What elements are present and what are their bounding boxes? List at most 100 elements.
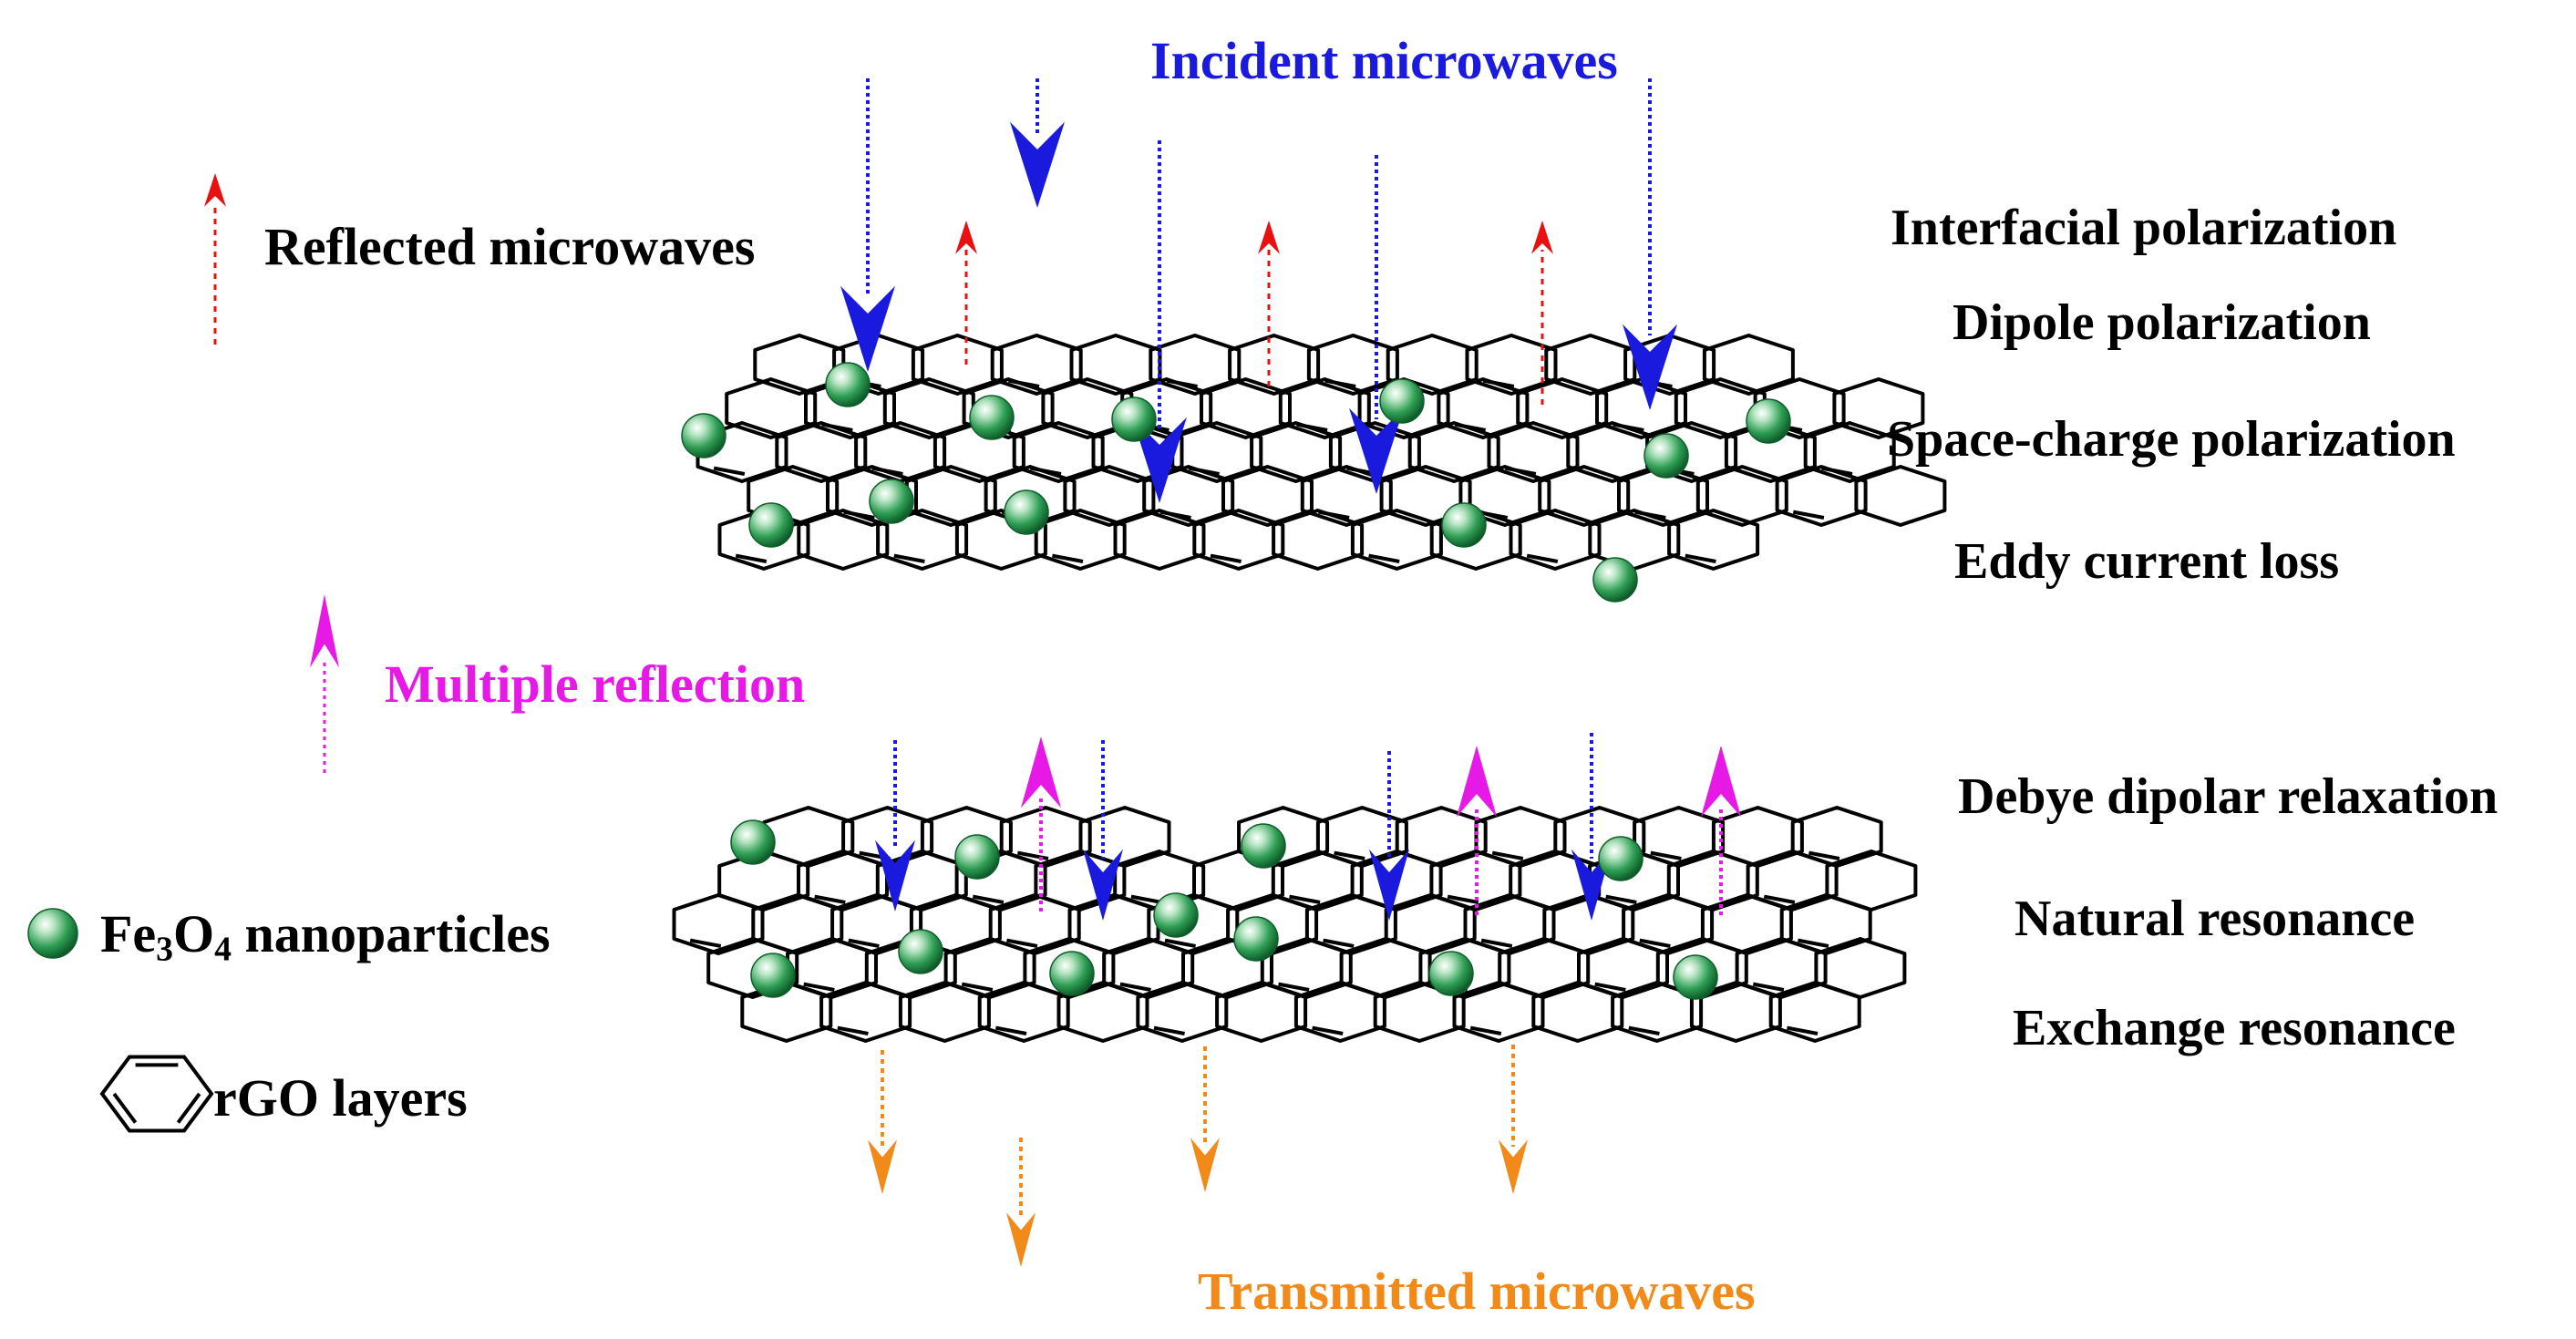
hexagon-ring	[1306, 334, 1399, 396]
hexagon-ring	[1350, 509, 1443, 571]
reflected-arrow	[204, 173, 226, 345]
double-bond	[1605, 894, 1637, 904]
double-bond	[1153, 1025, 1185, 1035]
fe3o4-particles	[681, 362, 1791, 1000]
hexagon-ring	[1429, 509, 1522, 571]
hexagon-ring	[753, 334, 846, 396]
fe3o4-particle	[1153, 892, 1199, 938]
double-bond	[837, 1025, 869, 1035]
arrow-head	[1349, 407, 1404, 494]
arrow-head	[875, 839, 915, 912]
transmitted-microwaves-label: Transmitted microwaves	[1198, 1262, 1756, 1321]
hexagon-ring	[1142, 465, 1235, 527]
double-bond	[713, 466, 746, 476]
double-bond	[972, 894, 1005, 904]
hexagon-ring	[1775, 465, 1868, 527]
hexagon-ring	[1516, 377, 1609, 439]
double-bond	[1808, 850, 1840, 860]
hexagon-ring	[1595, 377, 1687, 439]
double-bond	[814, 894, 846, 904]
incident-arrow	[875, 740, 915, 912]
hexagon-ring	[672, 893, 765, 955]
multiple-reflection-arrow	[1701, 746, 1741, 915]
hexagon-ring	[717, 509, 810, 571]
mechanism-debye-dipolar-relaxation: Debye dipolar relaxation	[1958, 768, 2499, 825]
benzene-outline	[99, 1055, 214, 1133]
benzene-double-bond	[112, 1092, 138, 1124]
arrow-head	[1369, 849, 1409, 921]
hexagon-ring	[904, 465, 997, 527]
hexagon-ring	[1278, 377, 1371, 439]
fe3o4-particle	[1379, 378, 1425, 424]
hexagon-ring	[1250, 421, 1343, 483]
incident-arrow	[1623, 78, 1677, 410]
hexagon-ring	[1386, 334, 1479, 396]
reflected-microwaves-label: Reflected microwaves	[264, 217, 756, 276]
double-bond	[1368, 553, 1400, 563]
hexagon-ring	[1192, 509, 1285, 571]
arrow-head	[1258, 221, 1280, 254]
fe3o4-particle	[1598, 836, 1643, 881]
incident-arrow	[840, 78, 895, 372]
fe3o4-particle	[1233, 916, 1279, 962]
hexagon-ring	[1854, 465, 1947, 527]
fe3o4-particle	[1673, 954, 1718, 1000]
hexagon-ring	[1113, 509, 1206, 571]
hexagon-ring	[1674, 377, 1767, 439]
hexagon-ring	[775, 421, 868, 483]
double-bond	[1628, 1025, 1660, 1035]
fe3o4-particle	[1049, 951, 1095, 996]
multiple-reflection-arrow	[1457, 746, 1497, 915]
hexagon-ring	[1272, 509, 1365, 571]
hexagon-ring	[1357, 377, 1450, 439]
hexagon-ring	[1465, 334, 1558, 396]
double-bond	[735, 553, 768, 563]
double-bond	[1323, 938, 1355, 948]
hexagon-ring	[882, 377, 975, 439]
multiple-reflection-arrow	[1021, 736, 1061, 912]
arrow-head	[1499, 1139, 1528, 1194]
hexagon-ring	[911, 334, 1004, 396]
double-bond	[1278, 982, 1310, 992]
reflected-arrow	[955, 221, 977, 365]
fe3o4-particle	[1241, 823, 1286, 869]
double-bond	[1792, 510, 1825, 520]
fe3o4-particle	[954, 834, 1000, 880]
double-bond	[1052, 553, 1084, 563]
hexagon-ring	[990, 334, 1083, 396]
hexagon-ring	[1458, 465, 1551, 527]
arrow-head	[840, 285, 895, 372]
hexagon-ring	[1293, 981, 1386, 1043]
double-bond	[1594, 982, 1626, 992]
double-bond	[1650, 850, 1682, 860]
hexagon-ring	[933, 421, 1025, 483]
hexagon-ring	[1373, 981, 1466, 1043]
double-bond	[1312, 1025, 1344, 1035]
hexagon-ring	[1487, 421, 1580, 483]
double-bond	[1334, 850, 1365, 860]
hexagon-ring	[1136, 981, 1229, 1043]
hexagon-ring	[1538, 465, 1631, 527]
double-bond	[1017, 850, 1049, 860]
double-bond	[893, 553, 925, 563]
double-bond	[1289, 894, 1321, 904]
fe3o4-particle	[1111, 397, 1157, 442]
mechanism-dipole-polarization: Dipole polarization	[1953, 294, 2371, 351]
mechanism-interfacial-polarization: Interfacial polarization	[1891, 200, 2397, 256]
fe3o4-particle	[730, 819, 776, 865]
double-bond	[995, 1025, 1027, 1035]
fe3o4-particle	[1004, 489, 1049, 535]
hexagon-ring	[962, 377, 1055, 439]
hexagon-ring	[1012, 421, 1105, 483]
legend-rgo-label: rGO layers	[213, 1068, 468, 1128]
hexagon-ring	[1200, 377, 1292, 439]
hexagon-ring	[797, 509, 890, 571]
microwave-arrows	[204, 78, 1741, 1267]
double-bond	[848, 938, 880, 948]
hexagon-ring	[1215, 981, 1308, 1043]
hexagon-ring	[1803, 421, 1896, 483]
fe3o4-particle	[1592, 557, 1638, 603]
double-bond	[1164, 938, 1196, 948]
hexagon-ring	[1407, 421, 1500, 483]
hexagon-ring	[804, 377, 896, 439]
